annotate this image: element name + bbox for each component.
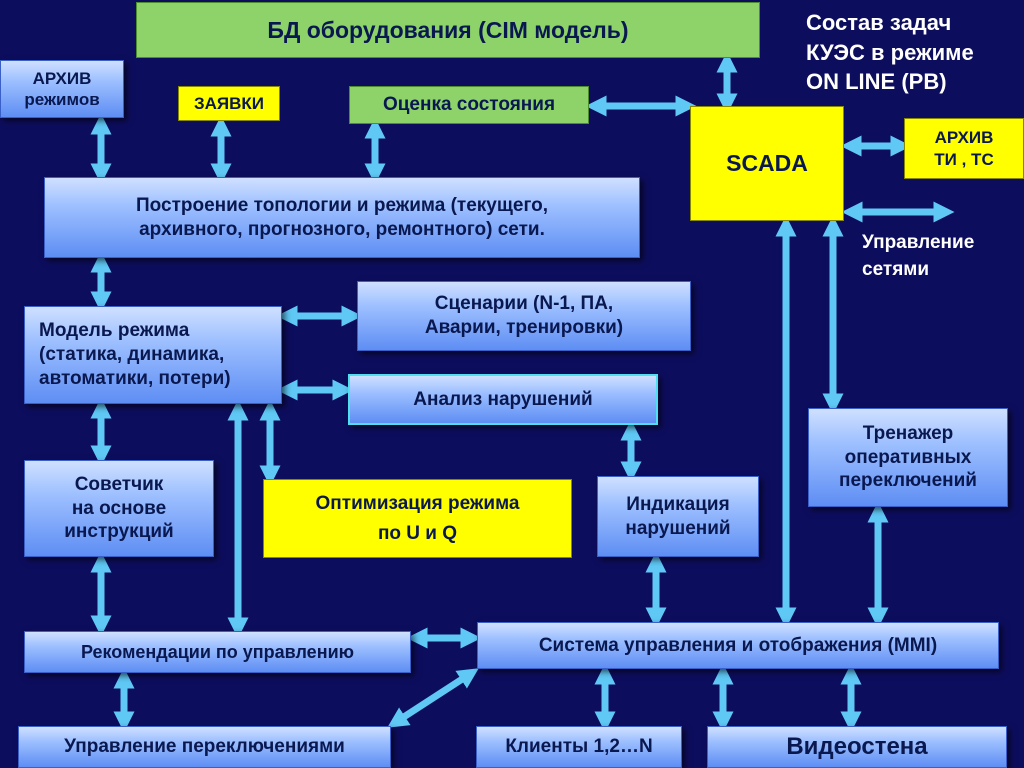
rekomendacii-label: Рекомендации по управлению xyxy=(80,641,355,662)
ocenka-label: Оценка состояния xyxy=(382,94,556,116)
rekomendacii-box: Рекомендации по управлению xyxy=(24,631,411,673)
arhiv-rezhimov-line-1: АРХИВ xyxy=(32,68,92,88)
arrow-mmi-uprperekl xyxy=(387,668,479,728)
mmi-label: Система управления и отображения (MMI) xyxy=(538,634,938,656)
bd-label: БД оборудования (CIM модель) xyxy=(267,16,629,43)
videostena-box: Видеостена xyxy=(707,726,1007,768)
model-box: Модель режима (статика, динамика, автома… xyxy=(24,306,282,404)
arhiv-ti-line-1: АРХИВ xyxy=(934,128,994,148)
sovetchik-line-1: Советчик xyxy=(74,473,164,495)
topologiya-line-1: Построение топологии и режима (текущего, xyxy=(135,194,549,216)
scada-box: SCADA xyxy=(690,106,844,221)
zayavki-box: ЗАЯВКИ xyxy=(178,86,280,121)
upravlenie-setyami-line-2: сетями xyxy=(862,258,930,280)
model-line-3: автоматики, потери) xyxy=(39,367,231,389)
optimizaciya-box: Оптимизация режима по U и Q xyxy=(263,479,572,558)
arhiv-ti-line-2: ТИ , ТС xyxy=(934,149,994,169)
trenazher-line-1: Тренажер xyxy=(862,422,954,444)
model-line-2: (статика, динамика, xyxy=(39,344,225,366)
arhiv-rezhimov-line-2: режимов xyxy=(24,90,100,109)
title-line-2: КУЭС в режиме xyxy=(806,39,974,65)
trenazher-line-3: переключений xyxy=(839,470,977,492)
topologiya-line-2: архивного, прогнозного, ремонтного) сети… xyxy=(139,218,545,240)
title-line-3: ON LINE (РВ) xyxy=(806,69,947,95)
optimizaciya-line-2: по U и Q xyxy=(377,522,458,544)
scada-label: SCADA xyxy=(726,150,808,177)
klienty-box: Клиенты 1,2…N xyxy=(476,726,682,768)
videostena-label: Видеостена xyxy=(786,733,928,760)
sovetchik-box: Советчик на основе инструкций xyxy=(24,460,214,557)
bd-box: БД оборудования (CIM модель) xyxy=(136,2,760,58)
topologiya-box: Построение топологии и режима (текущего,… xyxy=(44,177,640,258)
upravlenie-setyami-line-1: Управление xyxy=(862,232,975,253)
model-line-1: Модель режима xyxy=(39,320,190,342)
arhiv-rezhimov-box: АРХИВ режимов xyxy=(0,60,124,118)
analiz-box: Анализ нарушений xyxy=(348,374,658,425)
indikaciya-box: Индикация нарушений xyxy=(597,476,759,557)
ocenka-box: Оценка состояния xyxy=(349,86,589,124)
scenarii-line-2: Аварии, тренировки) xyxy=(424,317,624,338)
zayavki-label: ЗАЯВКИ xyxy=(193,93,265,113)
upr-perekl-box: Управление переключениями xyxy=(18,726,391,768)
analiz-label: Анализ нарушений xyxy=(413,388,593,410)
scenarii-line-1: Сценарии (N-1, ПА, xyxy=(434,293,614,315)
title-line-1: Состав задач xyxy=(806,10,952,35)
optimizaciya-line-1: Оптимизация режима xyxy=(315,492,520,514)
upr-perekl-label: Управление переключениями xyxy=(64,736,345,758)
indikaciya-line-1: Индикация xyxy=(626,493,730,515)
trenazher-line-2: оперативных xyxy=(844,446,972,468)
arhiv-ti-box: АРХИВ ТИ , ТС xyxy=(904,118,1024,179)
trenazher-box: Тренажер оперативных переключений xyxy=(808,408,1008,507)
klienty-label: Клиенты 1,2…N xyxy=(505,736,653,758)
mmi-box: Система управления и отображения (MMI) xyxy=(477,622,999,669)
sovetchik-line-3: инструкций xyxy=(64,521,174,543)
sovetchik-line-2: на основе xyxy=(71,497,167,519)
indikaciya-line-2: нарушений xyxy=(625,517,731,539)
slide-title: Состав задач КУЭС в режиме ON LINE (РВ) xyxy=(806,8,974,97)
scenarii-box: Сценарии (N-1, ПА, Аварии, тренировки) xyxy=(357,281,691,351)
upravlenie-setyami-label: Управление сетями xyxy=(862,230,974,283)
